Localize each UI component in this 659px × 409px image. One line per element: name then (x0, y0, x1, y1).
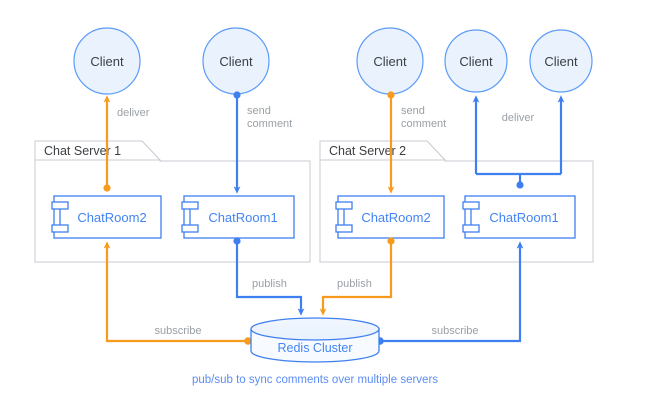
chatroom-label: ChatRoom2 (77, 210, 146, 225)
component-icon (462, 201, 480, 210)
component-box (183, 195, 295, 239)
edge-path (319, 241, 393, 316)
server-title-label: Chat Server 2 (329, 144, 406, 158)
server2-chatroom1-component[interactable]: ChatRoom1 (462, 195, 576, 239)
client-node-4[interactable]: Client (444, 29, 508, 93)
component-icon (51, 224, 69, 233)
client-label: Client (459, 54, 493, 69)
edge-label-subscribe: subscribe (431, 325, 478, 337)
edge-path (103, 241, 248, 343)
component-icon (181, 201, 199, 210)
chat-server-1-frame: Chat Server 1 (34, 140, 311, 263)
edge-send-comment-left: send comment (233, 91, 292, 194)
edge-subscribe-right: subscribe (376, 241, 524, 345)
client-label: Client (219, 54, 253, 69)
edge-label-send-comment-line2: comment (401, 118, 446, 130)
edge-deliver-right: deliver (472, 95, 565, 189)
edge-path (380, 241, 524, 343)
chatroom-label: ChatRoom1 (489, 210, 558, 225)
component-icon (335, 224, 353, 233)
component-box (53, 195, 162, 239)
edge-source-dot (103, 184, 111, 192)
edge-send-comment-right: send comment (387, 91, 446, 194)
edge-publish-left: publish (233, 237, 305, 316)
edge-label-send-comment-line2: comment (247, 118, 292, 130)
edge-label-publish: publish (337, 278, 372, 290)
component-icon (181, 224, 199, 233)
cylinder-top (250, 317, 380, 341)
edge-source-dot (233, 91, 241, 99)
client-label: Client (90, 54, 124, 69)
client-node-1[interactable]: Client (73, 27, 141, 95)
server-title-label: Chat Server 1 (44, 144, 121, 158)
client-label: Client (373, 54, 407, 69)
client-circle (444, 29, 508, 93)
edge-label-deliver: deliver (502, 112, 535, 124)
client-circle (73, 27, 141, 95)
redis-cluster-label: Redis Cluster (277, 341, 352, 355)
component-icon (462, 224, 480, 233)
edge-label-subscribe: subscribe (154, 325, 201, 337)
server1-chatroom1-component[interactable]: ChatRoom1 (181, 195, 295, 239)
component-box (464, 195, 576, 239)
edge-path (235, 241, 305, 316)
client-circle (529, 29, 593, 93)
chat-server-2-frame: Chat Server 2 (319, 140, 594, 263)
chatroom-label: ChatRoom1 (208, 210, 277, 225)
edge-label-send-comment-line1: send (247, 105, 271, 117)
client-node-3[interactable]: Client (356, 27, 424, 95)
client-label: Client (544, 54, 578, 69)
edge-label-publish: publish (252, 278, 287, 290)
diagram-caption: pub/sub to sync comments over multiple s… (192, 374, 438, 386)
edge-label-deliver: deliver (117, 107, 150, 119)
client-node-2[interactable]: Client (202, 27, 270, 95)
edge-label-send-comment-line1: send (401, 105, 425, 117)
client-node-5[interactable]: Client (529, 29, 593, 93)
edge-subscribe-left: subscribe (103, 241, 252, 345)
edge-source-dot (387, 91, 395, 99)
chatroom-label: ChatRoom2 (361, 210, 430, 225)
edge-publish-right: publish (319, 237, 395, 316)
component-icon (335, 201, 353, 210)
edge-deliver-left: deliver (103, 95, 150, 192)
component-icon (51, 201, 69, 210)
server2-chatroom2-component[interactable]: ChatRoom2 (335, 195, 445, 239)
component-box (337, 195, 445, 239)
server1-chatroom2-component[interactable]: ChatRoom2 (51, 195, 162, 239)
redis-cluster-node[interactable]: Redis Cluster (250, 317, 380, 363)
